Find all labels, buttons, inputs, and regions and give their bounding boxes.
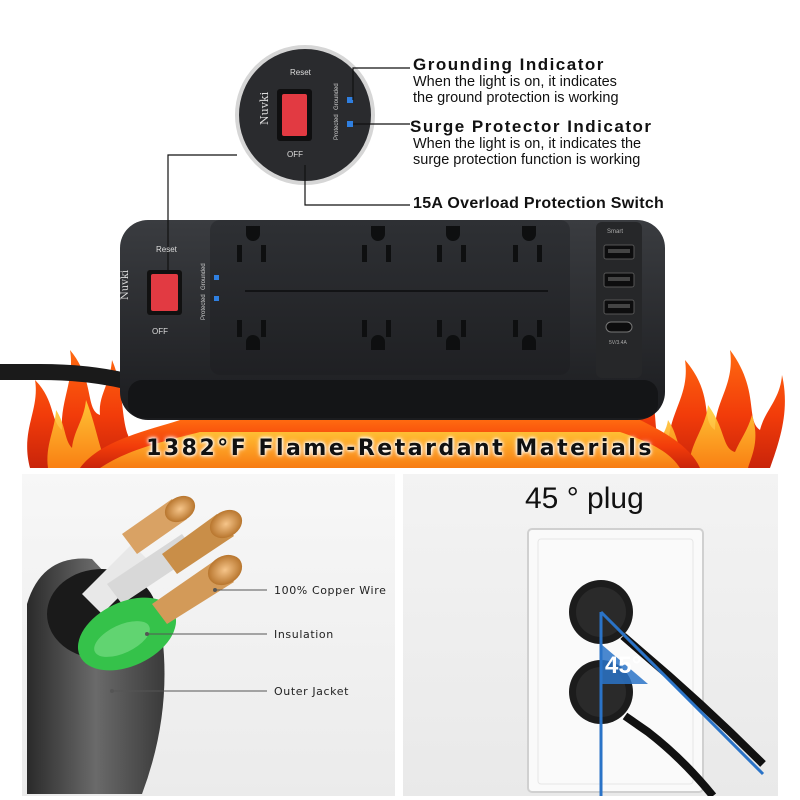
strip-protected-label: Protected (201, 294, 207, 320)
zoom-reset-label: Reset (290, 68, 311, 77)
wall-outlet-illustration (527, 528, 766, 796)
strip-brand: Nuvki (120, 269, 131, 300)
zoom-brand: Nuvki (258, 91, 271, 125)
flame-banner-text: 1382°F Flame-Retardant Materials (146, 436, 654, 461)
grounded-indicator-led (214, 275, 219, 280)
insulation-label: Insulation (274, 628, 334, 641)
outlet-bottom-3 (437, 320, 466, 350)
outlet-top-1 (237, 226, 266, 262)
usb-ports (603, 244, 635, 333)
strip-reset-label: Reset (156, 245, 177, 254)
outlet-top-4 (513, 226, 542, 262)
plug-title: 45 ° plug (525, 482, 644, 515)
angle-badge: 45° (605, 652, 642, 679)
usb-rating-label: 5V/3.4A (609, 340, 627, 346)
surge-indicator-title: Surge Protector Indicator (410, 117, 653, 136)
cable-illustration (27, 495, 267, 794)
zoom-grounded-label: Grounded (334, 83, 340, 110)
switch-leader (167, 154, 237, 270)
zoom-off-label: OFF (287, 150, 303, 159)
usb-smart-label: Smart (607, 229, 624, 235)
outlet-top-3 (437, 226, 466, 262)
angle-wedge (601, 644, 648, 684)
strip-off-label: OFF (152, 327, 168, 336)
grounding-indicator-title: Grounding Indicator (413, 55, 605, 74)
strip-grounded-label: Grounded (201, 263, 207, 290)
copper-wire-label: 100% Copper Wire (274, 584, 387, 597)
outer-jacket-label: Outer Jacket (274, 685, 350, 698)
grounding-leader (352, 67, 410, 100)
grounding-desc-line1: When the light is on, it indicates (413, 74, 617, 90)
outlet-bottom-4 (513, 320, 542, 350)
ac-outlets (237, 226, 635, 350)
outlet-bottom-1 (237, 320, 266, 350)
grounding-desc-line2: the ground protection is working (413, 90, 619, 106)
overload-leader (304, 165, 410, 206)
outlet-bottom-2 (362, 320, 391, 350)
outlet-panel (210, 220, 570, 375)
protected-indicator-led (214, 296, 219, 301)
surge-desc-line1: When the light is on, it indicates the (413, 136, 642, 152)
angle-diagonal-line (599, 610, 765, 776)
usb-c-port (605, 321, 633, 333)
zoom-protected-label: Protected (334, 114, 340, 140)
overload-switch-title: 15A Overload Protection Switch (413, 195, 665, 212)
outlet-top-2 (362, 226, 391, 262)
flame-background (0, 45, 785, 468)
surge-desc-line2: surge protection function is working (413, 152, 641, 168)
